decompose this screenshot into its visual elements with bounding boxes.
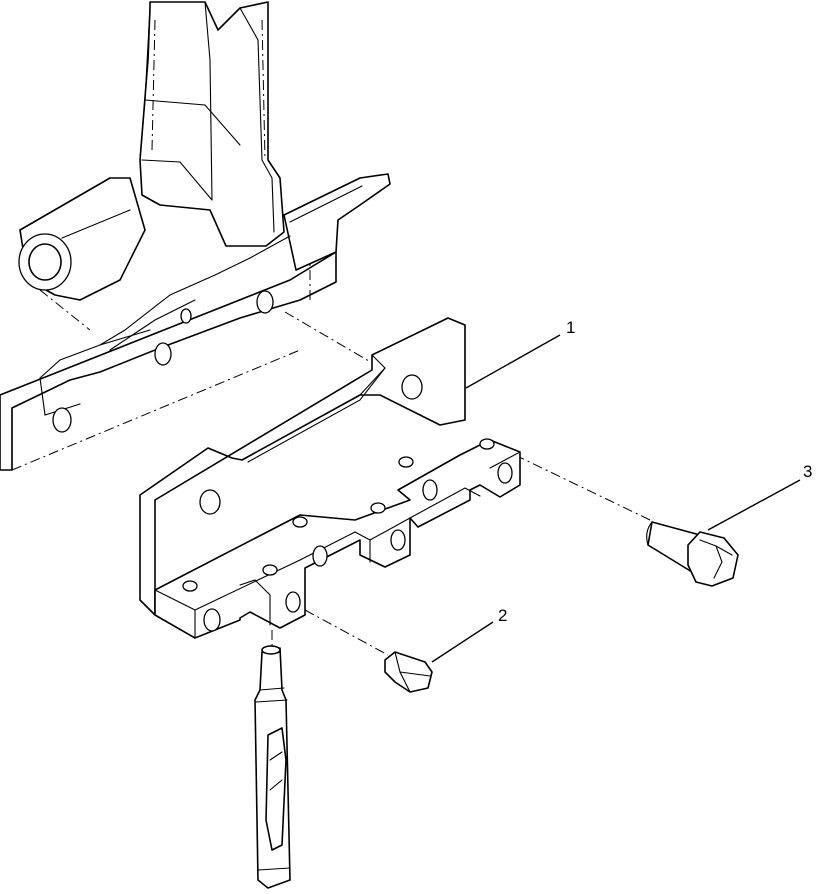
callout-leaders (431, 334, 801, 663)
callout-3-label: 3 (803, 462, 812, 481)
callout-2-leader (431, 621, 494, 663)
callout-1-leader (465, 334, 561, 389)
callout-3-leader (707, 479, 801, 531)
set-screw (384, 651, 433, 693)
upper-frame-assembly (0, 1, 391, 471)
hex-bolt (646, 521, 739, 587)
lower-shaft (254, 645, 291, 889)
callout-1-label: 1 (566, 318, 575, 337)
callout-2-label: 2 (498, 606, 507, 625)
mounting-bracket (139, 317, 521, 639)
